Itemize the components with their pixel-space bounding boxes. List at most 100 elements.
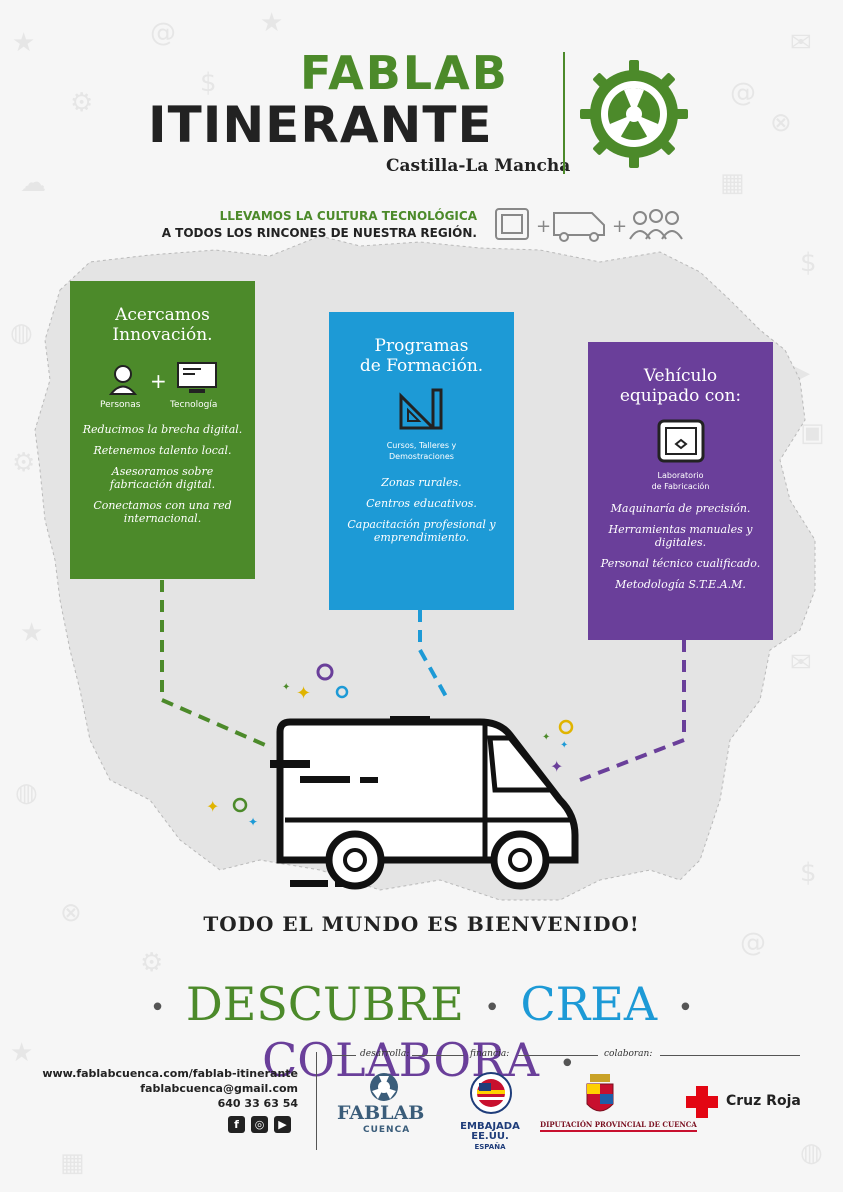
van-icon <box>270 716 579 890</box>
fablab-cuenca-sub: CUENCA <box>363 1125 411 1135</box>
motto: • DESCUBRE • CREA • COLABORA • <box>0 978 843 1090</box>
card-vehicle-title: Vehículo equipado con: <box>588 366 773 406</box>
training-icon-label-line: Demostraciones <box>389 452 454 461</box>
embassy-seal-icon <box>470 1072 512 1114</box>
card-innovation-item: Asesoramos sobre fabricación digital. <box>109 465 216 491</box>
plus-icon: + <box>536 216 551 237</box>
card-innovation: Acercamos Innovación. + Personas Tecnolo… <box>70 281 255 579</box>
card-innovation-icons: + Personas Tecnología <box>70 355 255 415</box>
partners-rule <box>332 1055 356 1056</box>
bg-gear-icon: ⚙ <box>12 448 36 478</box>
logo-fablab-text: FABLAB <box>300 46 509 100</box>
youtube-icon[interactable]: ▶ <box>274 1116 291 1133</box>
printer-3d-icon <box>657 419 705 463</box>
welcome-text: TODO EL MUNDO ES BIENVENIDO! <box>203 912 640 936</box>
motto-separator: • <box>559 1049 575 1079</box>
red-cross-icon <box>686 1086 718 1118</box>
sparkle-star: ✦ <box>282 682 290 693</box>
motto-separator: • <box>149 993 166 1023</box>
person-icon <box>108 365 138 395</box>
bg-at-icon: @ <box>730 78 756 108</box>
card-training-item: Zonas rurales. <box>381 476 462 489</box>
partners-rule <box>412 1055 464 1056</box>
fablab-cuenca-name: FABLAB <box>337 1102 425 1124</box>
bg-gear-icon: ⚙ <box>140 948 164 978</box>
vehicle-icon-label: Laboratorio de Fabricación <box>588 470 773 492</box>
logo-itinerante-text: ITINERANTE <box>148 96 493 154</box>
card-title-line: Programas <box>374 336 469 356</box>
card-vehicle-item: Personal técnico cualificado. <box>600 557 761 570</box>
sparkle-star: ✦ <box>542 732 550 743</box>
bg-at-icon: @ <box>150 18 176 48</box>
bg-globe-icon: ◍ <box>15 778 38 808</box>
card-training-item: Centros educativos. <box>366 497 477 510</box>
card-training-icons: Cursos, Talleres y Demostraciones <box>329 386 514 462</box>
card-training-item: Capacitación profesional y emprendimient… <box>347 518 496 544</box>
bg-dollar-icon: $ <box>800 858 817 888</box>
bg-chat-icon: ✉ <box>790 648 812 678</box>
website-link[interactable]: www.fablabcuenca.com/fablab-itinerante <box>42 1067 298 1080</box>
printer-3d-icon <box>495 208 529 240</box>
embassy-line: EE.UU. <box>471 1131 509 1142</box>
sparkle-circle <box>232 797 248 813</box>
bg-star-icon: ★ <box>260 8 284 38</box>
bg-x-icon: ⊗ <box>770 108 792 138</box>
embassy-line: EMBAJADA <box>460 1121 520 1132</box>
card-vehicle-item: Maquinaría de precisión. <box>610 502 751 515</box>
sparkle-star: ✦ <box>296 683 311 704</box>
motto-separator: • <box>677 993 694 1023</box>
card-innovation-title: Acercamos Innovación. <box>70 305 255 345</box>
ruler-triangle-icon <box>399 388 443 430</box>
training-icon-label-line: Cursos, Talleres y <box>386 441 457 450</box>
sparkle-circle <box>558 719 574 735</box>
diputacion-crest-icon <box>586 1074 614 1112</box>
diputacion-name: DIPUTACIÓN PROVINCIAL DE CUENCA <box>540 1120 697 1132</box>
card-innovation-item: Reducimos la brecha digital. <box>82 423 243 436</box>
facebook-icon[interactable]: f <box>228 1116 245 1133</box>
card-innovation-item: Retenemos talento local. <box>93 444 232 457</box>
card-title-line: Acercamos <box>115 305 210 325</box>
computer-icon-label: Tecnología <box>170 400 218 410</box>
vehicle-icon-label-line: de Fabricación <box>651 482 710 491</box>
bg-lock-icon: ▣ <box>800 418 825 448</box>
bg-star-icon: ★ <box>10 1038 34 1068</box>
funds-label: financia: <box>470 1049 510 1059</box>
gear-logo-icon <box>580 60 688 168</box>
motto-descubre: DESCUBRE <box>185 977 464 1031</box>
plus-icon: + <box>612 216 627 237</box>
sparkle-star: ✦ <box>248 815 258 829</box>
sparkle-star: ✦ <box>206 797 219 816</box>
sparkle-circle <box>335 685 349 699</box>
collab-label: colaboran: <box>604 1049 653 1059</box>
bg-star-icon: ★ <box>20 618 44 648</box>
tagline-icons: + + <box>495 208 683 242</box>
partners-rule <box>518 1055 598 1056</box>
sparkle-circle <box>316 663 334 681</box>
card-vehicle-icons: Laboratorio de Fabricación <box>588 416 773 496</box>
people-icon <box>629 209 683 240</box>
fablab-cuenca-logo-icon <box>370 1073 398 1101</box>
bg-grid-icon: ▦ <box>720 168 745 198</box>
embassy-line: ESPAÑA <box>474 1143 506 1151</box>
cruz-roja-name: Cruz Roja <box>726 1093 801 1109</box>
tagline-line1: LLEVAMOS LA CULTURA TECNOLÓGICA <box>219 209 477 223</box>
phone-number: 640 33 63 54 <box>217 1097 298 1110</box>
embassy-name: EMBAJADA EE.UU. ESPAÑA <box>455 1122 525 1152</box>
bg-gear-icon: ⚙ <box>70 88 94 118</box>
tagline-line2: A TODOS LOS RINCONES DE NUESTRA REGIÓN. <box>161 226 477 240</box>
vehicle-icon-label-line: Laboratorio <box>657 471 704 480</box>
card-title-line: de Formación. <box>359 356 484 376</box>
training-icon-label: Cursos, Talleres y Demostraciones <box>329 440 514 462</box>
card-title-line: equipado con: <box>619 386 742 406</box>
card-innovation-item: Conectamos con una red internacional. <box>93 499 232 525</box>
footer-divider <box>316 1052 317 1150</box>
card-title-line: Vehículo <box>643 366 718 386</box>
sparkle-star: ✦ <box>560 740 568 751</box>
bg-globe-icon: ◍ <box>10 318 33 348</box>
email-link[interactable]: fablabcuenca@gmail.com <box>140 1082 298 1095</box>
instagram-icon[interactable]: ◎ <box>251 1116 268 1133</box>
bg-star-icon: ★ <box>12 28 36 58</box>
